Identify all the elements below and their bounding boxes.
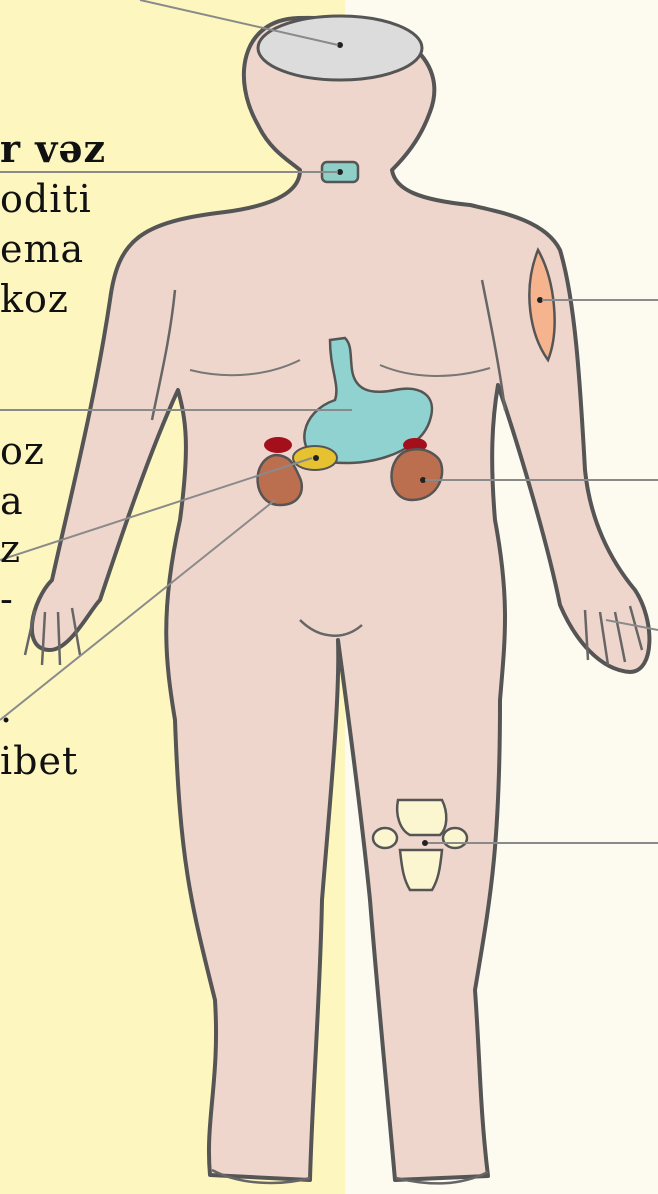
label-diabet: ibet	[0, 742, 78, 780]
label-gland: r vəz	[0, 130, 106, 168]
label-oz: koz	[0, 280, 69, 318]
label-z1: oz	[0, 432, 45, 470]
label-z2: z	[0, 530, 21, 568]
pancreas-dot	[313, 455, 319, 461]
knee-dot	[422, 840, 428, 846]
body-outline	[32, 18, 650, 1180]
label-thyroiditis: oditi	[0, 180, 92, 218]
label-edema: ema	[0, 230, 84, 268]
label-dot1: .	[0, 690, 13, 728]
left-adrenal-gland	[264, 437, 292, 453]
label-dash1: -	[0, 580, 14, 618]
label-a1: a	[0, 482, 24, 520]
right-kidney-organ	[391, 449, 442, 500]
